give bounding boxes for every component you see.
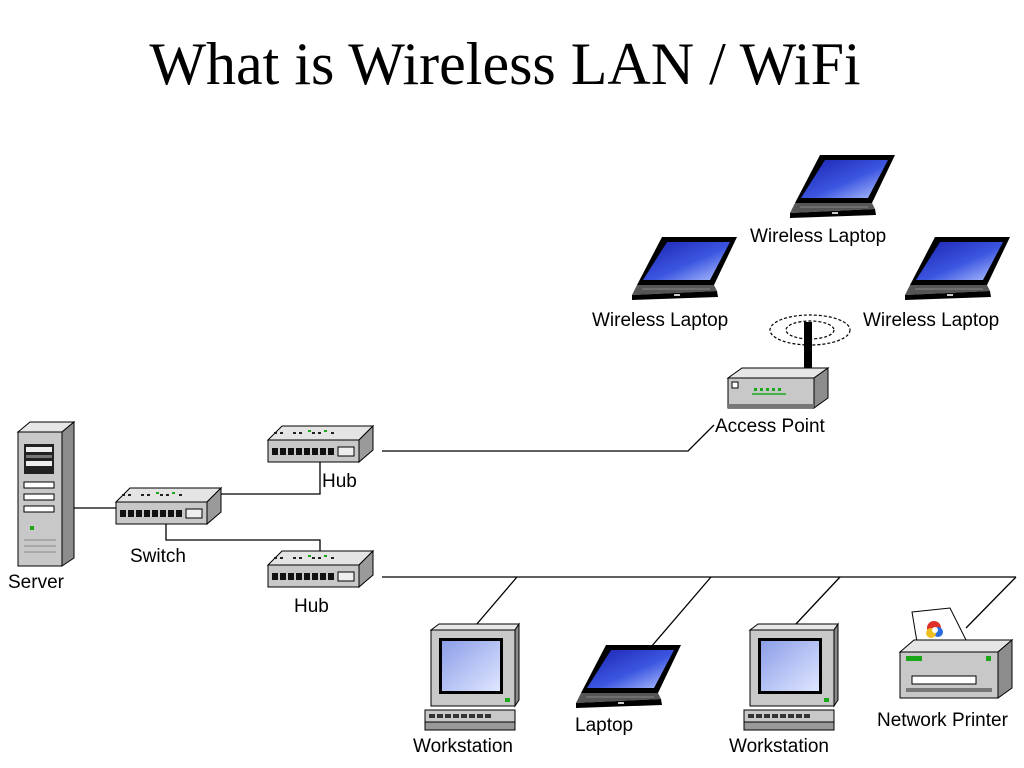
laptop-icon: [789, 154, 896, 219]
server-node: Server: [8, 420, 76, 593]
wireless-access-point-icon: [726, 314, 851, 409]
network-printer-node: Network Printer: [877, 607, 1014, 731]
laptop-icon: [904, 236, 1011, 301]
desktop-computer-icon: [424, 623, 520, 731]
slide-title: What is Wireless LAN / WiFi: [149, 31, 861, 97]
desktop-computer-icon: [743, 623, 839, 731]
server-tower-icon: [16, 420, 76, 567]
hub-bottom-label: Hub: [294, 596, 329, 617]
printer-icon: [898, 607, 1014, 699]
wireless-laptop-left-label: Wireless Laptop: [592, 310, 728, 331]
wireless-laptop-left-node: Wireless Laptop: [592, 236, 738, 331]
workstation-1-node: Workstation: [413, 623, 520, 757]
network-switch-icon: [115, 487, 222, 525]
hub-bottom-node: Hub: [267, 550, 374, 617]
switch-label: Switch: [130, 546, 186, 567]
laptop-drop: [650, 576, 712, 648]
switch-bottom-hub-link: [165, 524, 321, 555]
workstation-1-drop: [475, 576, 518, 626]
laptop-icon: [575, 644, 682, 709]
wireless-laptop-top-node: Wireless Laptop: [750, 154, 896, 247]
access-point-node: Access Point: [715, 314, 851, 437]
wireless-laptop-top-label: Wireless Laptop: [750, 226, 886, 247]
workstation-1-label: Workstation: [413, 736, 513, 757]
server-label: Server: [8, 572, 65, 593]
access-point-label: Access Point: [715, 416, 826, 437]
workstation-2-drop: [794, 576, 841, 626]
network-hub-icon: [267, 550, 374, 588]
network-hub-icon: [267, 425, 374, 463]
hub-top-label: Hub: [322, 471, 357, 492]
laptop-icon: [631, 236, 738, 301]
workstation-2-label: Workstation: [729, 736, 829, 757]
network-printer-label: Network Printer: [877, 710, 1009, 731]
workstation-2-node: Workstation: [729, 623, 839, 757]
laptop-node: Laptop: [575, 644, 682, 736]
hub-top-node: Hub: [267, 425, 374, 492]
laptop-label: Laptop: [575, 715, 633, 736]
top-hub-access-point-link: [382, 424, 715, 452]
server-switch-link: [66, 492, 118, 509]
wireless-laptop-right-node: Wireless Laptop: [863, 236, 1011, 331]
printer-drop: [965, 576, 1017, 629]
wireless-laptop-right-label: Wireless Laptop: [863, 310, 999, 331]
wired-links: [66, 424, 1017, 648]
switch-node: Switch: [115, 487, 222, 567]
switch-top-hub-link: [212, 462, 321, 495]
